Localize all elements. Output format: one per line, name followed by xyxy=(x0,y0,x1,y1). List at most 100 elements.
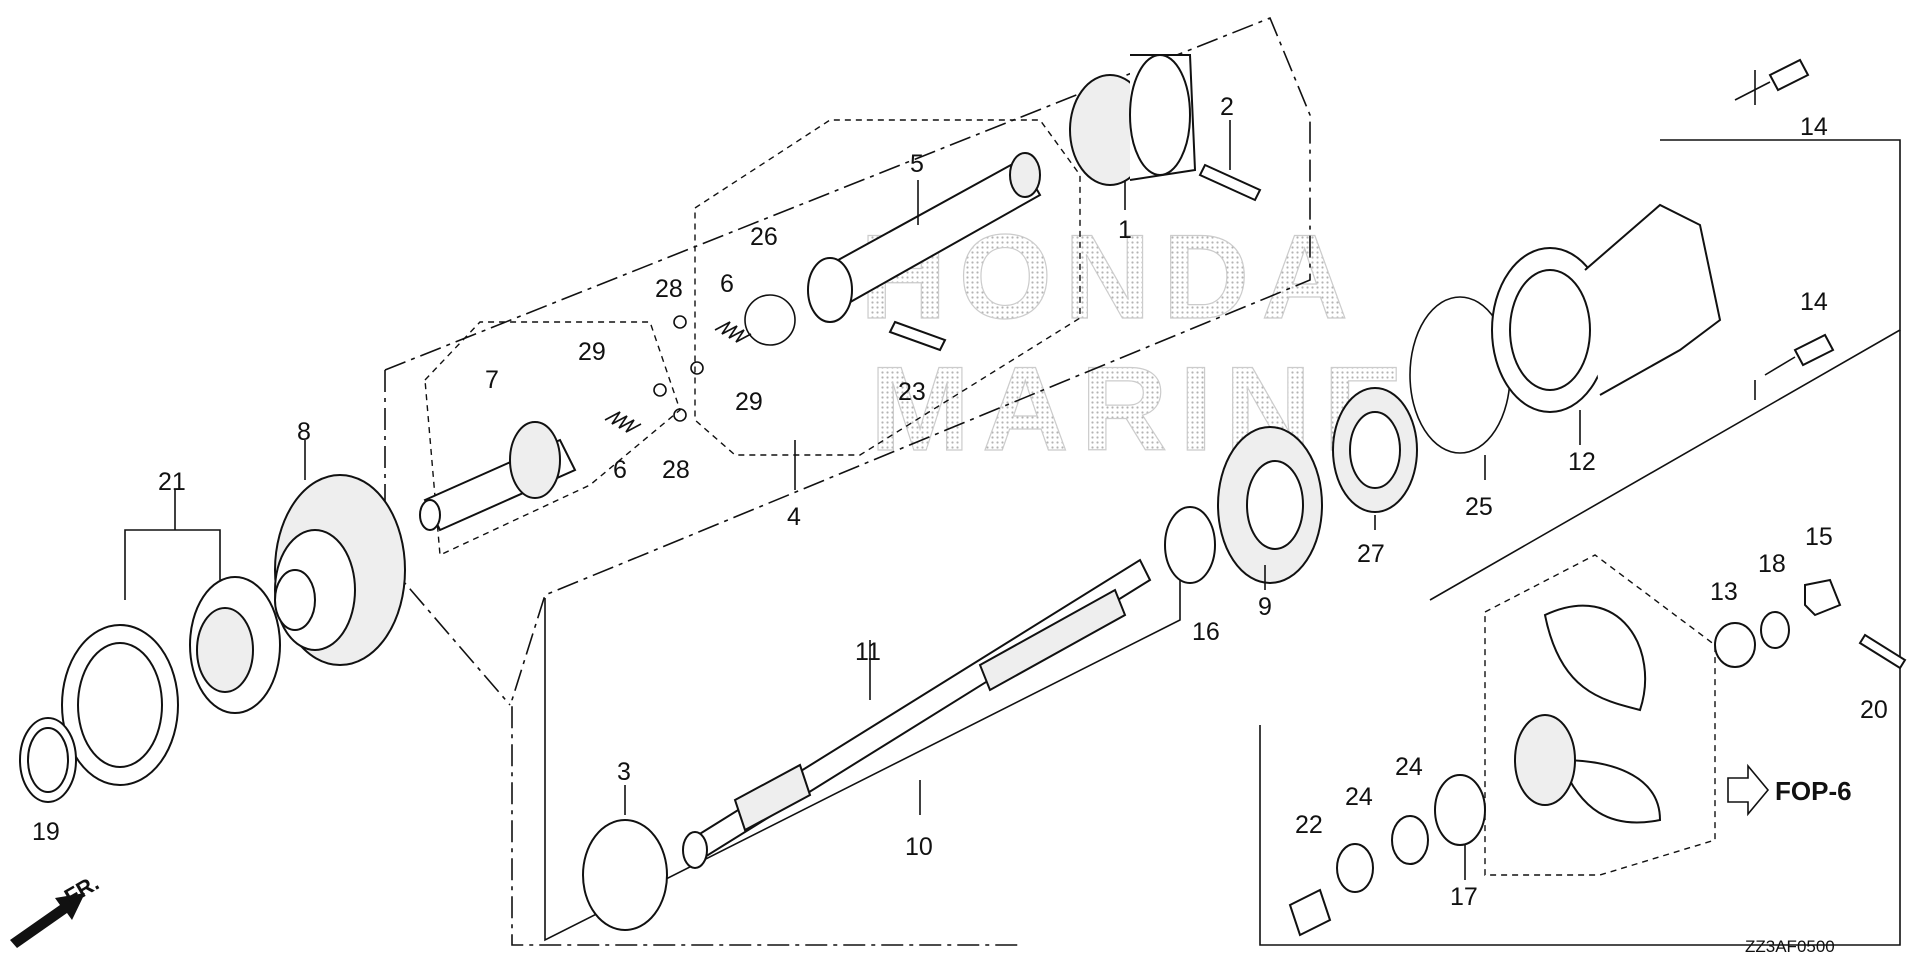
watermark: HONDA MARINE xyxy=(859,209,1415,476)
callout-2: 2 xyxy=(1220,93,1234,121)
part-27-ball-bearing xyxy=(1332,387,1418,513)
bearing-cup-inner xyxy=(77,642,163,768)
callout-28a: 28 xyxy=(655,275,683,303)
callout-23: 23 xyxy=(898,378,926,406)
shifter-collar xyxy=(509,421,561,499)
shim-inner xyxy=(27,727,69,793)
callout-19: 19 xyxy=(32,818,60,846)
callout-18: 18 xyxy=(1758,550,1786,578)
callout-4: 4 xyxy=(787,503,801,531)
part-11-propeller-shaft xyxy=(682,558,1152,869)
leader-21 xyxy=(124,529,221,600)
callout-17: 17 xyxy=(1450,883,1478,911)
part-18 xyxy=(1760,611,1790,649)
clip-ring xyxy=(744,294,796,346)
part-24a xyxy=(1336,843,1374,893)
frame-outer xyxy=(384,16,1311,946)
callout-6b: 6 xyxy=(613,456,627,484)
ball-28b xyxy=(673,408,687,422)
part-14-bolts xyxy=(1734,58,1835,376)
spring-upper xyxy=(714,321,752,343)
leader-lines xyxy=(124,70,1756,880)
callout-9: 9 xyxy=(1258,593,1272,621)
callout-7: 7 xyxy=(485,366,499,394)
prop-hub xyxy=(1514,714,1576,806)
reference-fop[interactable]: FOP-6 xyxy=(1727,763,1852,817)
part-15-nut xyxy=(1804,578,1842,617)
bolt-lower xyxy=(1793,333,1835,367)
pin23-shape xyxy=(888,320,947,352)
callout-21: 21 xyxy=(158,468,186,496)
part-5-shift-shaft xyxy=(807,152,1042,323)
bolt-lower-shank xyxy=(1764,356,1796,376)
callout-29b: 29 xyxy=(735,388,763,416)
propshaft-end xyxy=(682,831,708,869)
callout-1: 1 xyxy=(1118,216,1132,244)
callout-22: 22 xyxy=(1295,811,1323,839)
part-6-springs xyxy=(604,321,752,433)
bevel-hub xyxy=(1246,460,1304,550)
gear-bore xyxy=(274,569,316,631)
part-3-ring xyxy=(582,819,668,931)
clutch-face xyxy=(1129,54,1191,176)
part-17 xyxy=(1434,774,1486,846)
callout-13: 13 xyxy=(1710,578,1738,606)
part-24b xyxy=(1391,815,1429,865)
fop-label: FOP-6 xyxy=(1775,776,1852,806)
arrow-right-outline-icon xyxy=(1727,763,1770,817)
frame-shaft-group xyxy=(694,119,1081,456)
callout-26: 26 xyxy=(750,223,778,251)
part-balls xyxy=(653,315,704,422)
callout-24a: 24 xyxy=(1345,783,1373,811)
callout-8: 8 xyxy=(297,418,311,446)
callout-24b: 24 xyxy=(1395,753,1423,781)
callout-6a: 6 xyxy=(720,270,734,298)
part-21-bearing xyxy=(61,576,281,786)
housing-bore xyxy=(1509,269,1591,391)
ball-28a xyxy=(673,315,687,329)
spring-lower xyxy=(604,411,642,433)
propshaft-spline-front xyxy=(733,763,812,832)
part-1-dog-clutch xyxy=(1069,54,1197,186)
shaft-tip xyxy=(1009,152,1041,198)
callout-29a: 29 xyxy=(578,338,606,366)
part-16-washer xyxy=(1164,506,1216,584)
part-22 xyxy=(1288,888,1332,937)
frame-outer-left xyxy=(384,370,511,706)
part-9-bevel-gear xyxy=(1217,426,1323,584)
frame-housing xyxy=(1429,139,1901,601)
frame-propeller xyxy=(1259,330,1901,946)
part-small-hardware xyxy=(1288,578,1907,937)
part-20-cotter xyxy=(1858,633,1907,670)
callout-15: 15 xyxy=(1805,523,1833,551)
bolt-upper xyxy=(1768,58,1810,92)
part-19-shim xyxy=(19,717,77,803)
watermark-line2: MARINE xyxy=(870,342,1415,476)
callout-10: 10 xyxy=(905,833,933,861)
part-26-clip xyxy=(744,294,796,346)
prop-blade-2 xyxy=(1558,758,1662,824)
part-13 xyxy=(1714,622,1756,668)
part-7-shifter xyxy=(419,421,577,532)
pin-shape xyxy=(1198,163,1262,202)
callout-14b: 14 xyxy=(1800,288,1828,316)
frame-propeller-dash xyxy=(1484,554,1716,876)
ball-29a xyxy=(653,383,667,397)
part-propeller xyxy=(1514,604,1662,824)
arrow-down-left-icon xyxy=(10,893,85,948)
part-2-pin xyxy=(1198,163,1262,202)
callout-14a: 14 xyxy=(1800,113,1828,141)
callout-11: 11 xyxy=(855,638,881,666)
ball-29b xyxy=(690,361,704,375)
front-indicator: FR. xyxy=(10,870,103,948)
shaft-end xyxy=(807,257,853,323)
washer16 xyxy=(1164,506,1216,584)
part-23-pin xyxy=(888,320,947,352)
ballbearing-inner xyxy=(1349,411,1401,489)
propshaft-spline-rear xyxy=(978,588,1127,692)
callout-16: 16 xyxy=(1192,618,1220,646)
callout-20: 20 xyxy=(1860,696,1888,724)
callout-28b: 28 xyxy=(662,456,690,484)
part-12-housing xyxy=(1491,203,1722,413)
